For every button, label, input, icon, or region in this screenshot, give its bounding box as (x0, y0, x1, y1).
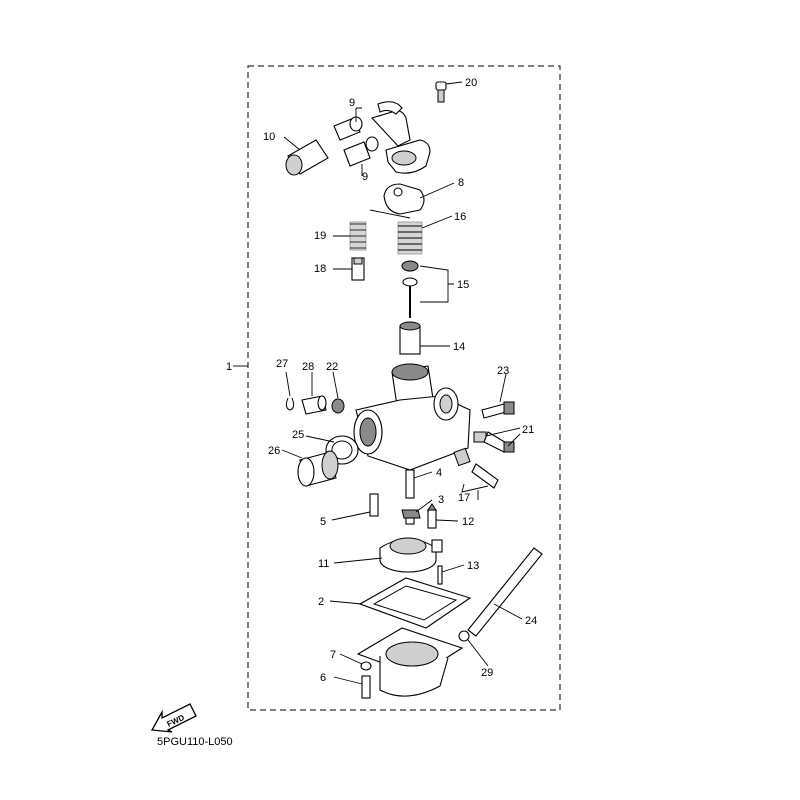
part-2-gasket (358, 577, 472, 629)
part-29-fitting (458, 630, 470, 642)
part-18-screw (351, 257, 365, 281)
part-7-washer (360, 661, 372, 671)
part-13-float-pin (437, 565, 443, 585)
part-8-plate (383, 183, 425, 215)
part-23-screw (481, 401, 515, 419)
callout-13: 13 (467, 560, 479, 572)
part-3-main-jet (401, 509, 421, 525)
callout-12: 12 (462, 516, 474, 528)
callout-18: 18 (314, 263, 326, 275)
fwd-arrow-icon: FWD (150, 703, 197, 733)
part-14-throttle-valve (399, 321, 421, 355)
part-4-nozzle (405, 469, 415, 499)
callout-labels: 1 2 3 4 5 6 7 8 9 9 10 11 12 13 14 15 16… (226, 77, 537, 684)
part-26-collar (297, 450, 339, 487)
callout-9a: 9 (349, 97, 355, 109)
part-5-jet (369, 493, 379, 517)
carburetor-body (353, 363, 471, 471)
callout-10: 10 (263, 131, 275, 143)
callout-4: 4 (436, 467, 442, 479)
callout-21: 21 (522, 424, 534, 436)
callout-5: 5 (320, 516, 326, 528)
callout-9b: 9 (362, 171, 368, 183)
part-24-tube (467, 547, 543, 637)
part-10-cap (285, 139, 329, 176)
leader-lines (233, 81, 523, 685)
assembly-boundary (247, 65, 561, 711)
callout-2: 2 (318, 596, 324, 608)
part-17-screw-set (453, 447, 499, 489)
part-15-needle-set (401, 260, 419, 318)
part-starter-elbow (370, 101, 431, 174)
callout-7: 7 (330, 649, 336, 661)
part-11-float (379, 537, 443, 573)
callout-22: 22 (326, 361, 338, 373)
part-16-spring (397, 221, 423, 255)
callout-28: 28 (302, 361, 314, 373)
callout-14: 14 (453, 341, 465, 353)
callout-3: 3 (438, 494, 444, 506)
callout-15: 15 (457, 279, 469, 291)
callout-17: 17 (458, 492, 470, 504)
callout-11: 11 (318, 558, 329, 570)
callout-8: 8 (458, 177, 464, 189)
callout-20: 20 (465, 77, 477, 89)
part-27-clip (285, 397, 295, 411)
part-20-screw (435, 81, 447, 103)
part-12-pilot-jet (427, 503, 437, 529)
part-6-drain-screw (361, 675, 371, 699)
callout-6: 6 (320, 672, 326, 684)
float-bowl (356, 627, 464, 697)
callout-19: 19 (314, 230, 326, 242)
part-28-sleeve (301, 395, 327, 415)
callout-29: 29 (481, 667, 493, 679)
diagram-code: 5PGU110-L050 (157, 736, 233, 748)
callout-27: 27 (276, 358, 288, 370)
callout-25: 25 (292, 429, 304, 441)
part-9-fittings (333, 116, 379, 167)
callout-24: 24 (525, 615, 537, 627)
callout-23: 23 (497, 365, 509, 377)
part-22-ring (331, 398, 345, 414)
callout-1: 1 (226, 361, 232, 373)
callout-26: 26 (268, 445, 280, 457)
part-21-screw-set (473, 431, 515, 453)
callout-16: 16 (454, 211, 466, 223)
part-19-spring (349, 221, 367, 251)
